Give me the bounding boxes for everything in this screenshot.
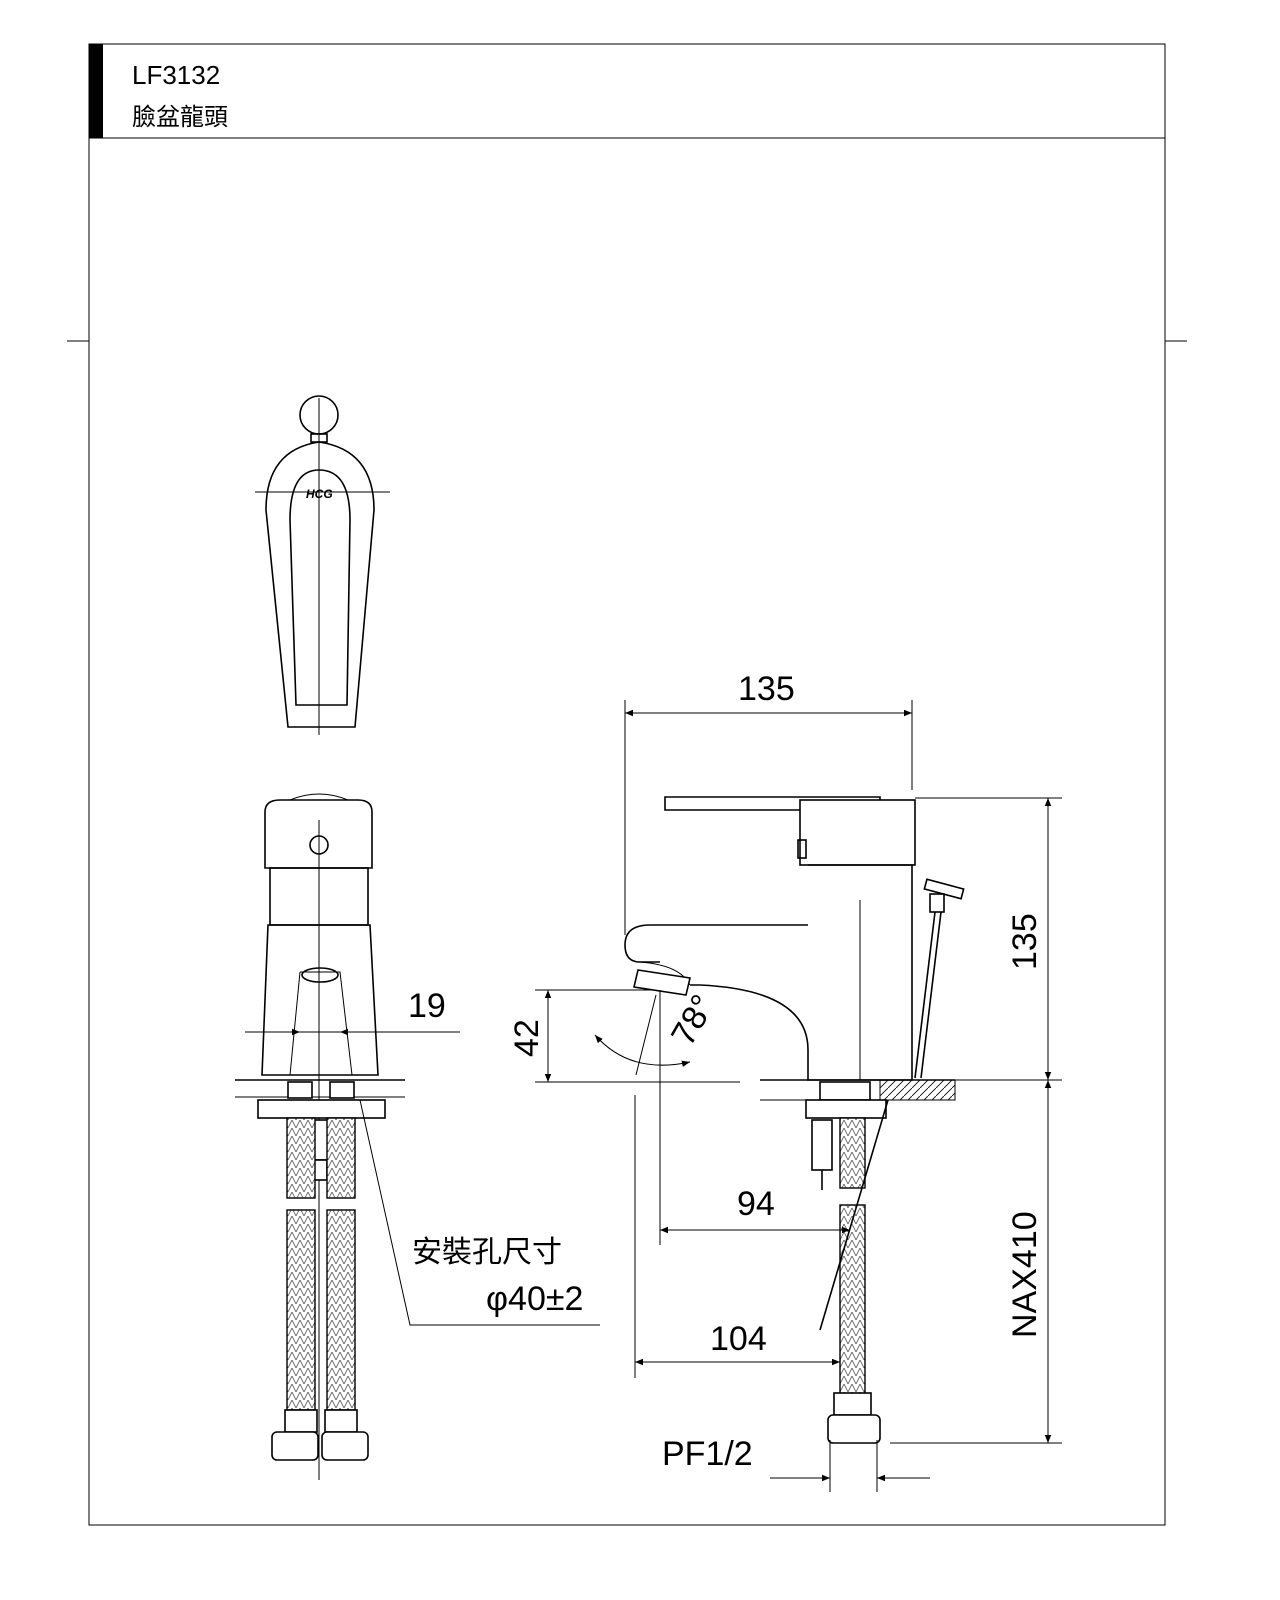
dim-connector: PF1/2 [662,1435,753,1473]
dim-height: 135 [1006,913,1044,970]
dim-spout-reach: 94 [737,1185,775,1223]
dim-spout-height: 42 [508,1019,546,1057]
drawing-frame [67,43,1187,1526]
dim-hose-length: NAX410 [1006,1211,1044,1338]
mounting-hole-label: 安裝孔尺寸 [412,1235,562,1270]
dim-hose-offset: 104 [710,1320,767,1358]
brand-logo: HCG [306,487,333,501]
dim-overall-length: 135 [738,670,795,708]
handle-top-view: HCG [255,395,390,735]
faucet-side-view [535,700,1062,1492]
dim-hole-spacing: 19 [408,987,446,1025]
model-number: LF3132 [132,60,221,90]
dim-spout-angle: 78° [664,988,723,1052]
mounting-hole-size: φ40±2 [486,1280,583,1318]
faucet-front-view [235,793,600,1480]
product-name: 臉盆龍頭 [132,103,228,131]
